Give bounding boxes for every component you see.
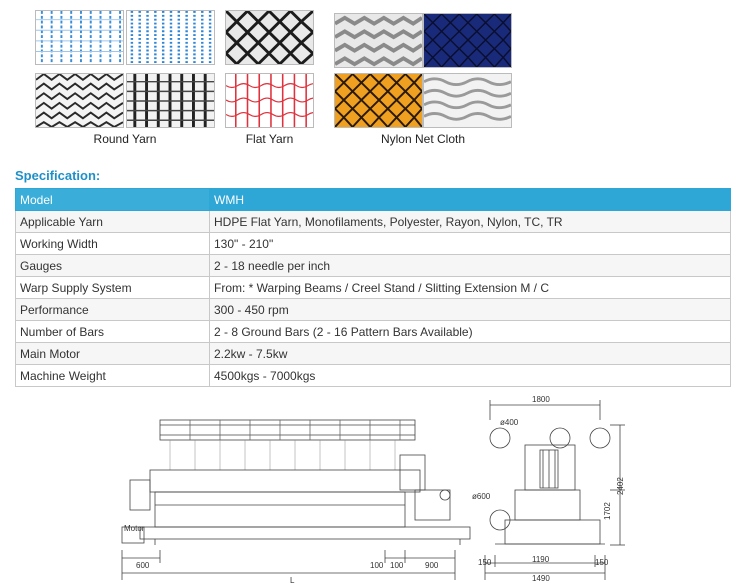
spec-label: Working Width xyxy=(15,232,210,255)
round-yarn-sample-3 xyxy=(35,73,124,128)
machine-technical-drawing: Motor 600 100 900 L 1800 ø400 ø600 150 1… xyxy=(121,395,625,585)
spec-label: Warp Supply System xyxy=(15,276,210,299)
dim-1190: 1190 xyxy=(532,555,550,564)
spec-label: Applicable Yarn xyxy=(15,210,210,233)
spec-value: 2 - 8 Ground Bars (2 - 16 Pattern Bars A… xyxy=(209,320,731,343)
spec-label: Model xyxy=(15,188,210,211)
round-yarn-caption: Round Yarn xyxy=(93,132,157,146)
dim-d600: ø600 xyxy=(472,492,491,501)
dim-100-a: 100 xyxy=(390,561,404,570)
spec-label: Machine Weight xyxy=(15,364,210,387)
dim-900: 900 xyxy=(425,561,439,570)
spec-value: 2.2kw - 7.5kw xyxy=(209,342,731,365)
dim-L: L xyxy=(290,576,295,585)
dim-1490: 1490 xyxy=(532,574,550,583)
spec-value: HDPE Flat Yarn, Monofilaments, Polyester… xyxy=(209,210,731,233)
spec-label: Gauges xyxy=(15,254,210,277)
dim-150-b: 150 xyxy=(595,558,609,567)
round-yarn-sample-4 xyxy=(126,73,215,128)
dim-2402: 2402 xyxy=(616,477,625,495)
spec-label: Performance xyxy=(15,298,210,321)
nylon-sample-2 xyxy=(423,13,512,68)
nylon-net-cloth-caption: Nylon Net Cloth xyxy=(380,132,466,146)
dim-100-b: 100 xyxy=(370,561,384,570)
spec-value: From: * Warping Beams / Creel Stand / Sl… xyxy=(209,276,731,299)
dim-1800: 1800 xyxy=(532,395,550,404)
flat-yarn-caption: Flat Yarn xyxy=(245,132,294,146)
nylon-sample-3 xyxy=(334,73,423,128)
flat-yarn-sample-1 xyxy=(225,10,314,65)
round-yarn-sample-2 xyxy=(126,10,215,65)
spec-value: 2 - 18 needle per inch xyxy=(209,254,731,277)
spec-label: Main Motor xyxy=(15,342,210,365)
spec-value: WMH xyxy=(209,188,731,211)
round-yarn-sample-1 xyxy=(35,10,124,65)
flat-yarn-sample-2 xyxy=(225,73,314,128)
dim-d400: ø400 xyxy=(500,418,519,427)
spec-value: 300 - 450 rpm xyxy=(209,298,731,321)
dim-600: 600 xyxy=(136,561,150,570)
dim-150-a: 150 xyxy=(478,558,492,567)
spec-value: 130" - 210" xyxy=(209,232,731,255)
spec-value: 4500kgs - 7000kgs xyxy=(209,364,731,387)
nylon-sample-1 xyxy=(334,13,423,68)
motor-label: Motor xyxy=(124,524,145,533)
dim-1702: 1702 xyxy=(603,502,612,520)
spec-label: Number of Bars xyxy=(15,320,210,343)
specification-heading: Specification: xyxy=(15,168,101,183)
nylon-sample-4 xyxy=(423,73,512,128)
